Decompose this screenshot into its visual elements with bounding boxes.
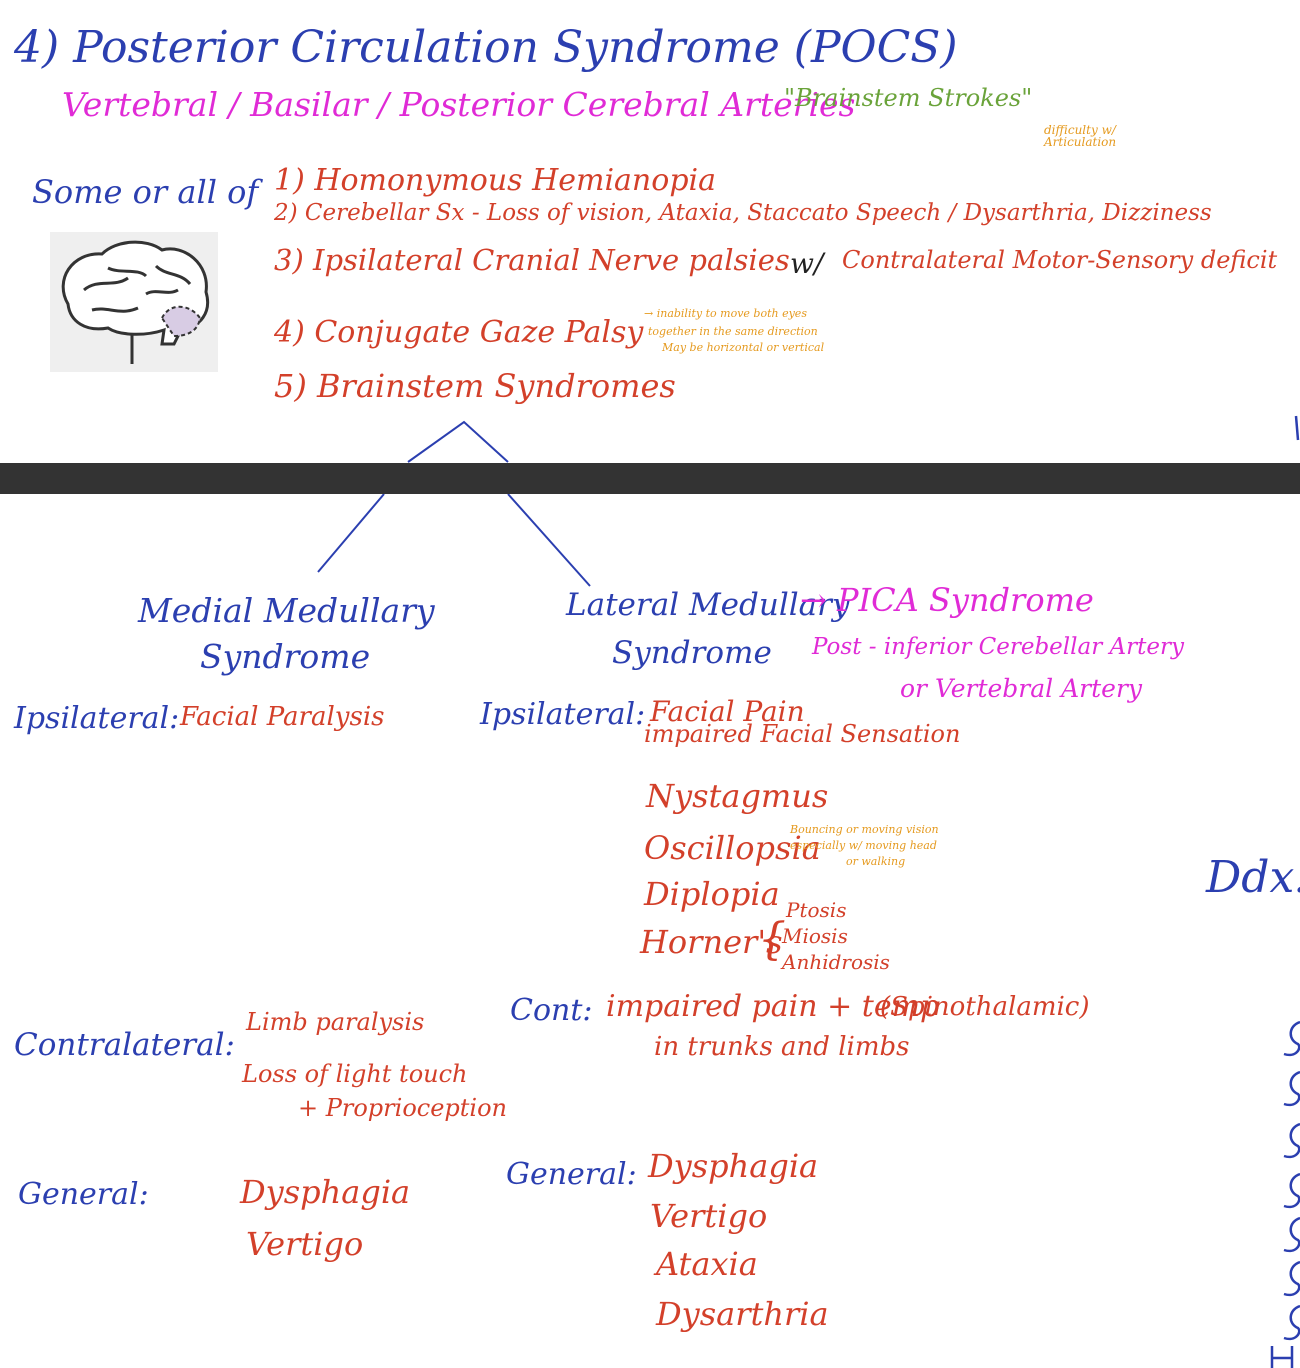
medial-contra-label: Contralateral: bbox=[14, 1030, 235, 1061]
horner-miosis: Miosis bbox=[782, 926, 848, 946]
medial-ipsi-value: Facial Paralysis bbox=[180, 704, 385, 730]
medial-title-line1: Medial Medullary bbox=[138, 594, 435, 627]
lateral-cont-note: (Spinothalamic) bbox=[880, 994, 1090, 1020]
lateral-general-3: Ataxia bbox=[656, 1248, 758, 1280]
medial-contra-3: + Proprioception bbox=[298, 1096, 507, 1120]
lateral-ipsi-2: impaired Facial Sensation bbox=[644, 722, 960, 746]
oscillopsia-note-2: especially w/ moving head bbox=[790, 840, 937, 851]
lateral-general-label: General: bbox=[506, 1160, 637, 1190]
medial-general-1: Dysphagia bbox=[240, 1176, 410, 1208]
horner-ptosis: Ptosis bbox=[786, 900, 846, 920]
lateral-general-2: Vertigo bbox=[650, 1200, 767, 1232]
branch-lines bbox=[0, 0, 1300, 620]
pica-line3: or Vertebral Artery bbox=[900, 676, 1142, 701]
lateral-cont-2: in trunks and limbs bbox=[654, 1034, 909, 1060]
lateral-general-1: Dysphagia bbox=[648, 1150, 818, 1182]
medial-general-label: General: bbox=[18, 1180, 149, 1210]
lateral-ipsi-label: Ipsilateral: bbox=[480, 700, 645, 730]
pica-line2: Post - inferior Cerebellar Artery bbox=[812, 636, 1184, 659]
oscillopsia-note-3: or walking bbox=[846, 856, 905, 867]
medial-ipsi-label: Ipsilateral: bbox=[14, 704, 179, 734]
ddx-label: Ddx: bbox=[1206, 856, 1300, 900]
lateral-title-line2: Syndrome bbox=[612, 638, 772, 669]
lateral-general-4: Dysarthria bbox=[656, 1298, 829, 1330]
medial-title-line2: Syndrome bbox=[200, 640, 370, 673]
section-divider bbox=[0, 463, 1300, 494]
lateral-ipsi-3: Nystagmus bbox=[646, 780, 828, 812]
lateral-cont-label: Cont: bbox=[510, 996, 593, 1026]
horner-anhidrosis: Anhidrosis bbox=[782, 952, 890, 972]
medial-contra-2: Loss of light touch bbox=[242, 1062, 468, 1086]
oscillopsia-note-1: Bouncing or moving vision bbox=[790, 824, 939, 835]
lateral-ipsi-5: Diplopia bbox=[644, 878, 780, 910]
pica-line1: → PICA Syndrome bbox=[800, 584, 1094, 616]
medial-general-2: Vertigo bbox=[246, 1228, 363, 1260]
medial-contra-1: Limb paralysis bbox=[246, 1010, 424, 1034]
